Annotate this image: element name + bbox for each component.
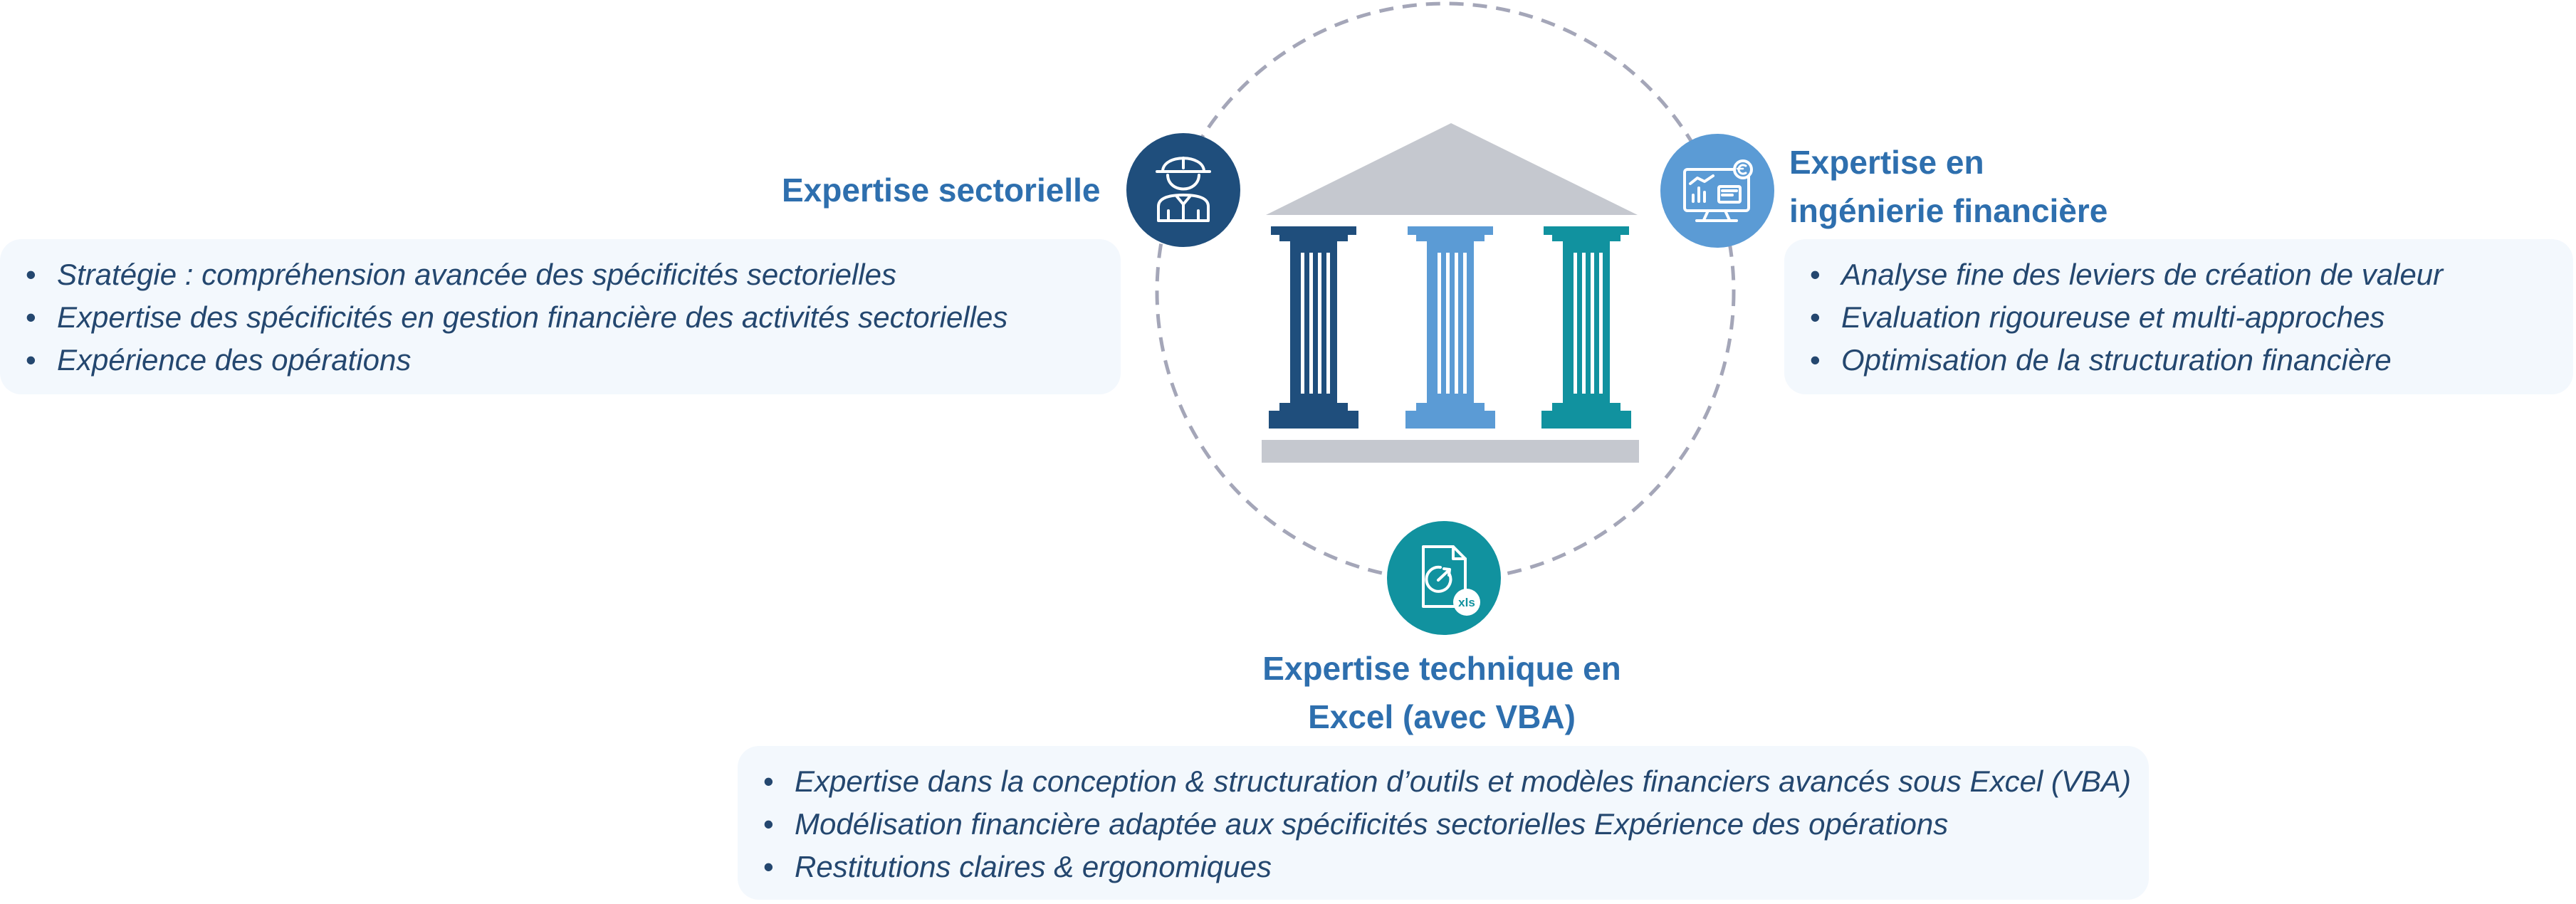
xls-file-icon: [1422, 545, 1467, 608]
list-expertise-sectorielle: Stratégie : compréhension avancée des sp…: [21, 253, 1121, 382]
bank-base: [1262, 440, 1639, 463]
list-item: Optimisation de la structuration financi…: [1806, 339, 2573, 382]
computer-dashboard-badge: [1660, 134, 1774, 248]
list-expertise-technique: Expertise dans la conception & structura…: [759, 760, 2149, 888]
box-expertise-technique: Expertise dans la conception & structura…: [738, 746, 2149, 900]
xls-file-badge: xls: [1387, 521, 1501, 635]
computer-dashboard-icon: [1683, 159, 1753, 222]
list-item: Expertise dans la conception & structura…: [759, 760, 2149, 803]
teal-pillar: [1541, 226, 1631, 429]
box-expertise-ingenierie: Analyse fine des leviers de création de …: [1784, 239, 2573, 394]
list-item: Modélisation financière adaptée aux spéc…: [759, 803, 2149, 846]
navy-pillar: [1269, 226, 1358, 429]
title-expertise-sectorielle: Expertise sectorielle: [782, 172, 1101, 209]
worker-helmet-badge: [1126, 133, 1240, 247]
worker-helmet-icon: [1156, 157, 1211, 222]
box-expertise-sectorielle: Stratégie : compréhension avancée des sp…: [0, 239, 1121, 394]
title-expertise-technique: Expertise technique en Excel (avec VBA): [1262, 650, 1621, 735]
list-item: Stratégie : compréhension avancée des sp…: [21, 253, 1121, 296]
list-item: Evaluation rigoureuse et multi-approches: [1806, 296, 2573, 339]
list-item: Restitutions claires & ergonomiques: [759, 846, 2149, 888]
list-item: Expérience des opérations: [21, 339, 1121, 382]
list-item: Analyse fine des leviers de création de …: [1806, 253, 2573, 296]
bank-building-icon: [1262, 123, 1639, 463]
list-expertise-ingenierie: Analyse fine des leviers de création de …: [1806, 253, 2573, 382]
xls-badge-label: xls: [1458, 596, 1475, 609]
bank-roof: [1266, 123, 1638, 215]
list-item: Expertise des spécificités en gestion fi…: [21, 296, 1121, 339]
light-blue-pillar: [1405, 226, 1495, 429]
title-expertise-ingenierie: Expertise en ingénierie financière: [1789, 144, 2108, 229]
